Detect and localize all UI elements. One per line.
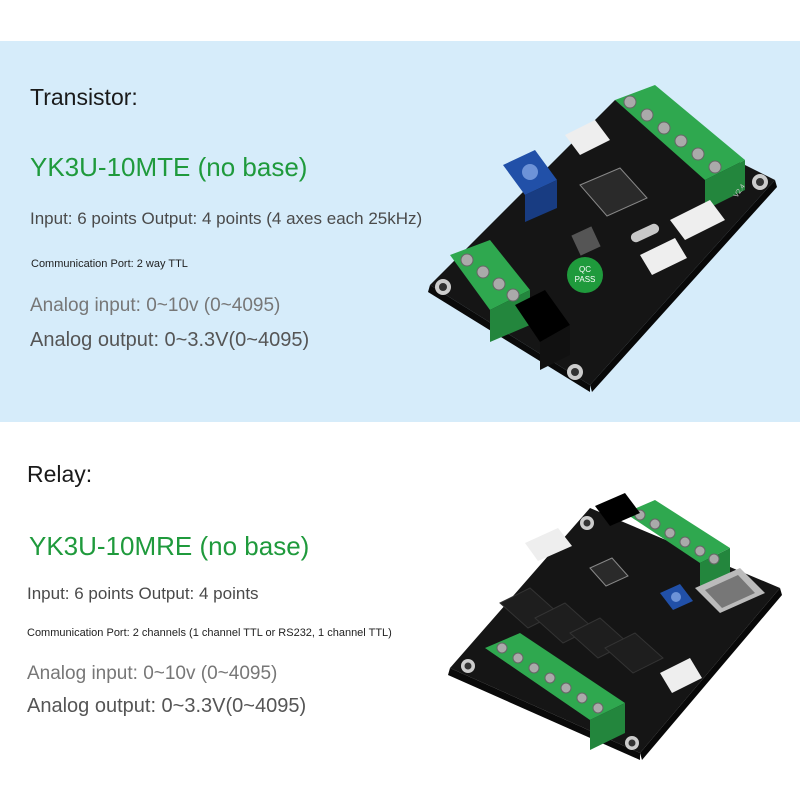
relay-analog-input: Analog input: 0~10v (0~4095) <box>27 663 278 684</box>
pcb-body-relay <box>450 508 780 753</box>
transistor-section-title: Transistor: <box>30 84 138 110</box>
transistor-analog-output: Analog output: 0~3.3V(0~4095) <box>30 329 310 351</box>
relay-section-title: Relay: <box>27 461 93 487</box>
connector-white-1 <box>565 120 610 155</box>
qc-pass-sticker: QC PASS <box>567 257 603 293</box>
mcu-chip <box>579 167 648 217</box>
relay-io-spec: Input: 6 points Output: 4 points <box>27 584 259 603</box>
pass-label: PASS <box>575 275 596 284</box>
terminal-block-top <box>615 85 745 210</box>
transistor-board-image: QC PASS V2.4 <box>428 85 777 392</box>
relay-mcu-chip <box>589 557 629 587</box>
relay-terminal-block-bottom <box>485 633 625 750</box>
transistor-analog-input: Analog input: 0~10v (0~4095) <box>30 295 281 316</box>
db9-connector <box>695 568 765 613</box>
relay-potentiometer <box>660 584 693 610</box>
relay-board-image <box>448 493 782 760</box>
qc-label: QC <box>579 265 591 274</box>
relays <box>499 587 664 674</box>
transistor-comm-spec: Communication Port: 2 way TTL <box>31 258 188 270</box>
potentiometer <box>503 150 557 222</box>
transistor-io-spec: Input: 6 points Output: 4 points (4 axes… <box>30 209 423 228</box>
relay-comm-spec: Communication Port: 2 channels (1 channe… <box>27 627 392 639</box>
connector-white-2 <box>670 200 725 240</box>
connector-white-3 <box>640 238 687 275</box>
transistor-model-name: YK3U-10MTE (no base) <box>30 152 308 182</box>
relay-analog-output: Analog output: 0~3.3V(0~4095) <box>27 695 307 717</box>
relay-connector-white-1 <box>525 528 572 561</box>
relay-model-name: YK3U-10MRE (no base) <box>29 531 310 561</box>
relay-connector-white-2 <box>660 658 702 693</box>
